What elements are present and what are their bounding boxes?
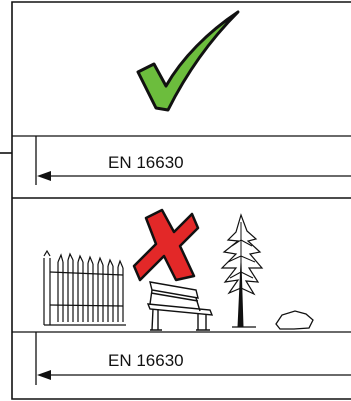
checkmark-icon — [138, 12, 238, 110]
bottom-panel: EN 16630 — [12, 210, 351, 385]
arrow-head-top — [37, 171, 51, 181]
tree-icon — [222, 215, 262, 327]
rock-icon — [276, 311, 313, 329]
cross-icon — [134, 210, 198, 280]
arrow-head-bottom — [37, 370, 51, 380]
top-panel: EN 16630 — [12, 12, 351, 185]
standard-label-top: EN 16630 — [108, 153, 184, 172]
fence-icon — [44, 251, 126, 325]
standard-label-bottom: EN 16630 — [108, 351, 184, 370]
bench-icon — [148, 282, 212, 330]
